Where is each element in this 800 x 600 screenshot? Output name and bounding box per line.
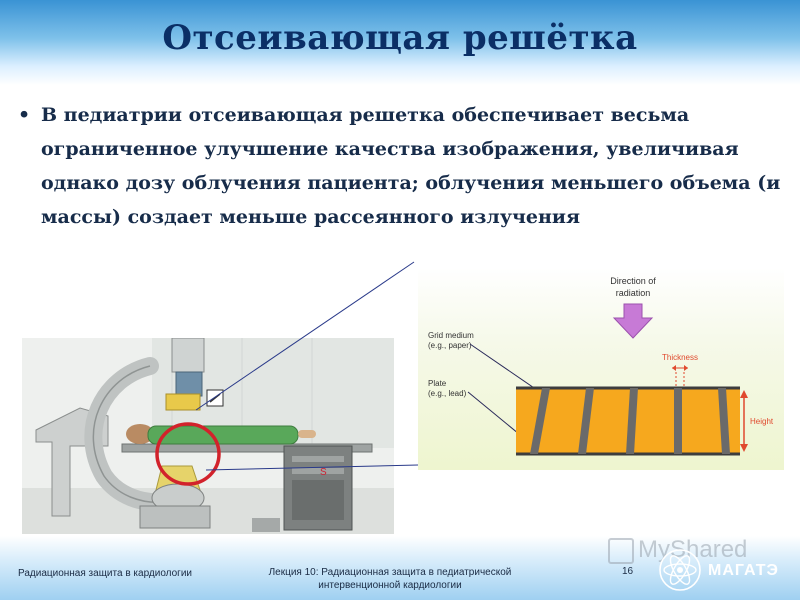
height-label: Height <box>750 417 774 426</box>
page-number: 16 <box>622 566 634 577</box>
thickness-label: Thickness <box>662 353 698 362</box>
slide-title: Отсеивающая решётка <box>162 18 638 58</box>
title-band <box>0 0 800 85</box>
grid-medium-label: Grid medium <box>428 331 474 340</box>
fluoroscopy-system-illustration: S <box>22 338 394 534</box>
bullet-marker: • <box>18 104 31 126</box>
presentation-icon <box>608 537 634 564</box>
plate-label: Plate <box>428 379 447 388</box>
footer-course-title: Радиационная защита в кардиологии <box>18 568 192 579</box>
footer-lecture-line1: Лекция 10: Радиационная защита в педиатр… <box>268 567 512 578</box>
iaea-logo-icon <box>659 549 701 591</box>
direction-label: Direction of <box>610 276 656 286</box>
svg-text:S: S <box>320 467 327 478</box>
radiation-label: radiation <box>616 288 651 298</box>
grid-medium-example: (e.g., paper) <box>428 341 472 350</box>
radiation-arrow-icon <box>612 303 654 339</box>
bullet-text: В педиатрии отсеивающая решетка обеспечи… <box>41 104 781 228</box>
watermark-text: MyShared <box>638 536 748 563</box>
plate-example: (e.g., lead) <box>428 389 467 398</box>
org-name: МАГАТЭ <box>708 562 779 579</box>
footer-band <box>0 536 800 600</box>
footer-lecture-line2: интервенционной кардиологии <box>318 580 462 591</box>
bullet-point: • В педиатрии отсеивающая решетка обеспе… <box>18 98 788 234</box>
footer-lecture-title: Лекция 10: Радиационная защита в педиатр… <box>240 566 540 592</box>
anti-scatter-grid-diagram: Direction of radiation Thickness Grid me… <box>418 268 784 470</box>
watermark: MyShared <box>608 536 747 564</box>
